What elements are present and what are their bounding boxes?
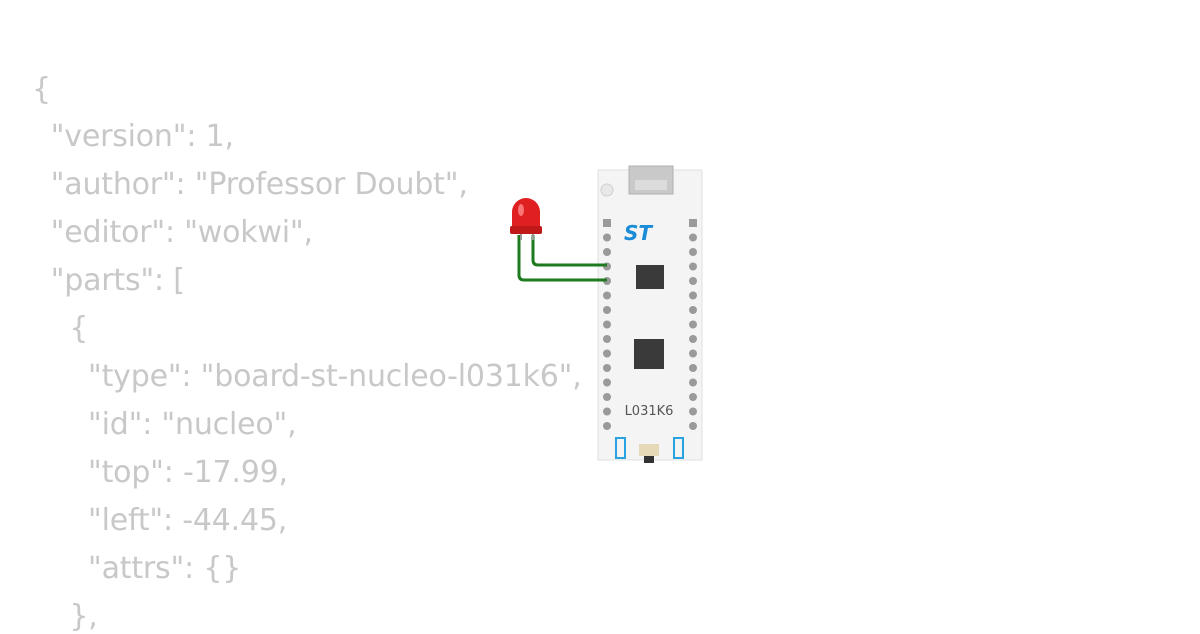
code-line: "attrs": {} bbox=[32, 551, 242, 586]
board-led-icon bbox=[600, 183, 614, 197]
code-line: { bbox=[32, 311, 89, 346]
header-pin[interactable] bbox=[603, 335, 611, 343]
header-pin[interactable] bbox=[689, 320, 697, 329]
header-pin[interactable] bbox=[689, 378, 697, 387]
header-pin[interactable] bbox=[689, 248, 697, 256]
board-body bbox=[597, 169, 703, 461]
header-pin[interactable] bbox=[689, 277, 697, 285]
header-pin[interactable] bbox=[603, 219, 611, 227]
header-pin[interactable] bbox=[603, 349, 611, 358]
code-line: "left": -44.45, bbox=[32, 503, 288, 538]
header-pin[interactable] bbox=[603, 291, 611, 300]
header-pin[interactable] bbox=[689, 291, 697, 300]
left-switch bbox=[615, 437, 626, 459]
right-switch bbox=[673, 437, 684, 459]
header-pin[interactable] bbox=[603, 422, 611, 430]
red-led[interactable] bbox=[510, 198, 542, 240]
header-pin[interactable] bbox=[603, 364, 611, 372]
header-pin[interactable] bbox=[603, 378, 611, 387]
header-pin[interactable] bbox=[603, 393, 611, 401]
header-pin[interactable] bbox=[603, 248, 611, 256]
wire-anode[interactable] bbox=[531, 235, 607, 267]
board-label: L031K6 bbox=[625, 404, 674, 419]
header-pin[interactable] bbox=[689, 262, 697, 271]
code-line: "author": "Professor Doubt", bbox=[32, 167, 468, 202]
st-logo: ST bbox=[624, 221, 653, 245]
mcu-chip bbox=[634, 339, 664, 369]
code-line: "parts": [ bbox=[32, 263, 185, 298]
code-line: }, bbox=[32, 599, 98, 634]
header-pin[interactable] bbox=[603, 320, 611, 329]
small-chip bbox=[636, 265, 664, 289]
header-pin[interactable] bbox=[689, 335, 697, 343]
header-pin[interactable] bbox=[689, 364, 697, 372]
reset-button[interactable] bbox=[639, 444, 659, 456]
header-pin[interactable] bbox=[689, 349, 697, 358]
wire-cathode[interactable] bbox=[517, 235, 607, 282]
left-pin-header bbox=[603, 219, 611, 430]
code-line: "id": "nucleo", bbox=[32, 407, 297, 442]
right-pin-header bbox=[689, 219, 697, 430]
header-pin[interactable] bbox=[689, 306, 697, 314]
led-dome bbox=[512, 198, 540, 230]
code-line: "type": "board-st-nucleo-l031k6", bbox=[32, 359, 582, 394]
header-pin[interactable] bbox=[603, 306, 611, 314]
code-line: "top": -17.99, bbox=[32, 455, 288, 490]
code-line: { bbox=[32, 72, 51, 107]
code-line: "version": 1, bbox=[32, 119, 234, 154]
header-pin[interactable] bbox=[689, 422, 697, 430]
code-line: "editor": "wokwi", bbox=[32, 215, 313, 250]
header-pin[interactable] bbox=[603, 233, 611, 242]
header-pin[interactable] bbox=[689, 393, 697, 401]
nucleo-board[interactable]: ST L031K6 bbox=[597, 165, 703, 463]
header-pin[interactable] bbox=[603, 407, 611, 416]
header-pin[interactable] bbox=[689, 233, 697, 242]
header-pin[interactable] bbox=[689, 407, 697, 416]
header-pin[interactable] bbox=[689, 219, 697, 227]
